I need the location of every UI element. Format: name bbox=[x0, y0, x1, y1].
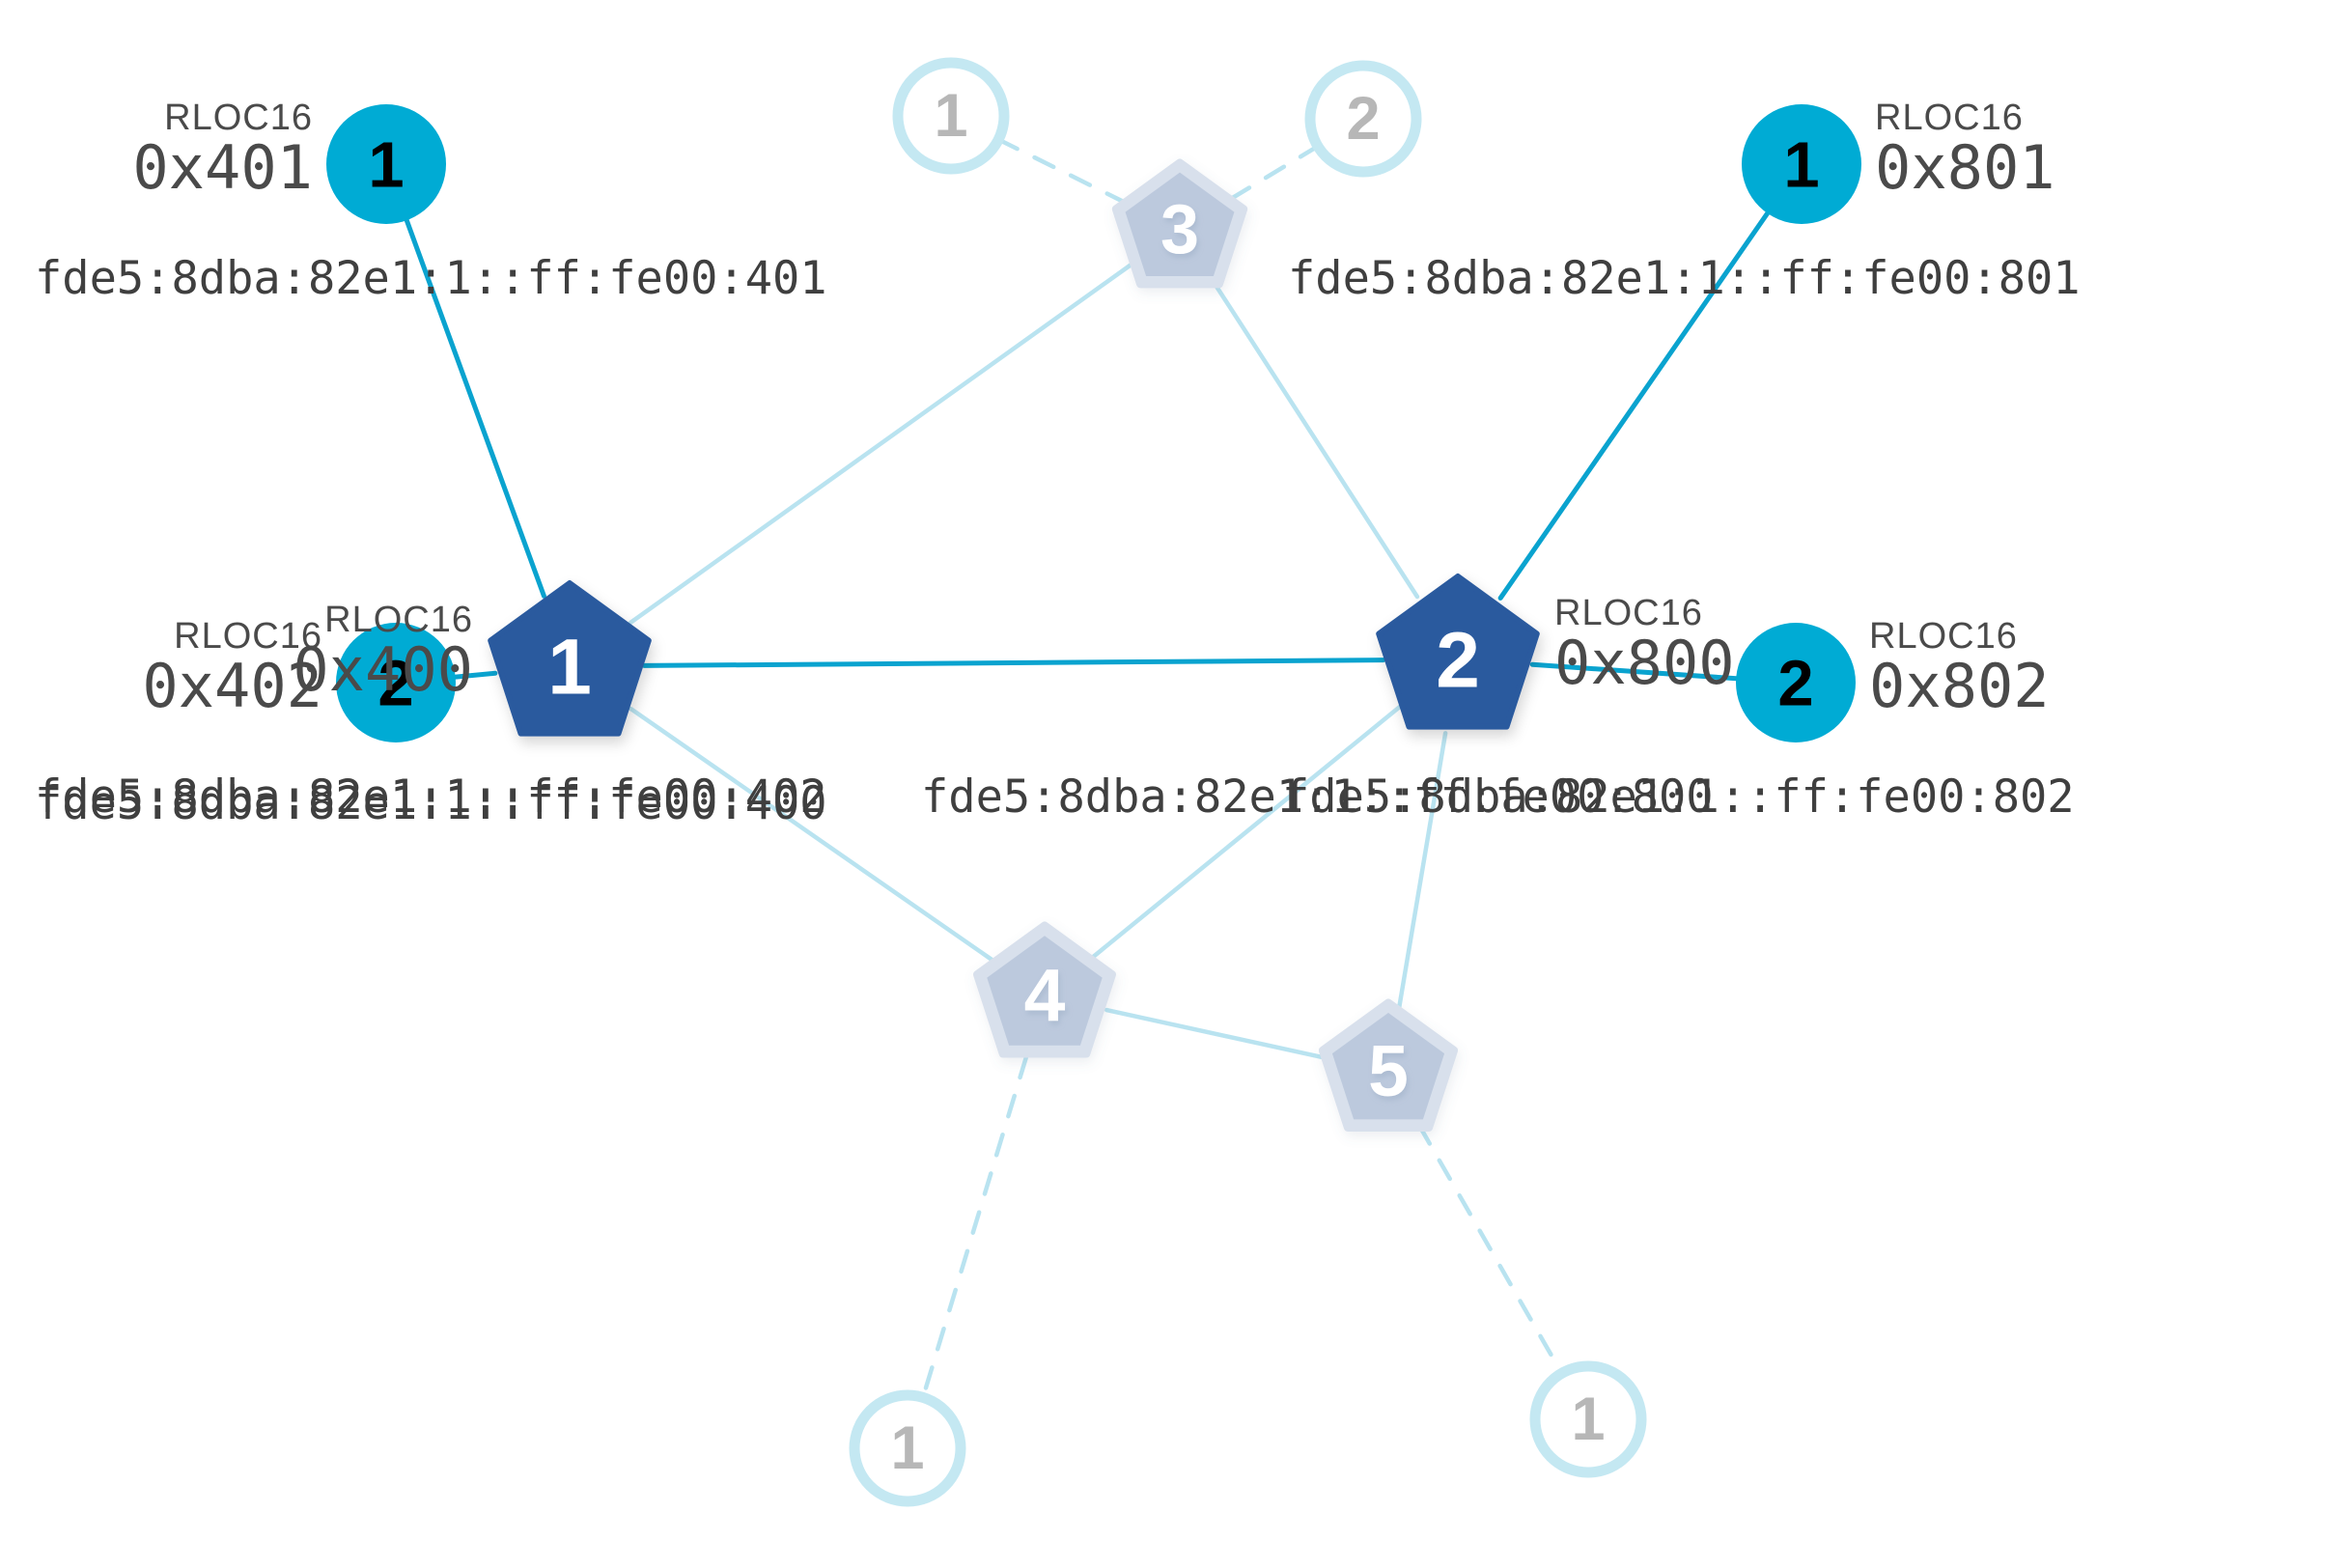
rloc16-caption: RLOC16 bbox=[1875, 98, 2024, 138]
rloc16-value: 0x401 bbox=[132, 132, 313, 203]
ghost-pentagon-shape bbox=[1331, 1012, 1445, 1120]
ghost-router-node[interactable]: 3 bbox=[1111, 158, 1248, 289]
ghost-child-shape bbox=[1304, 60, 1422, 178]
ghost-child-node[interactable]: 1 bbox=[849, 1389, 966, 1507]
ghost-child-shape bbox=[892, 57, 1010, 175]
ghost-child-shape bbox=[849, 1389, 966, 1507]
topology-link bbox=[1396, 731, 1448, 1014]
child-circle-shape bbox=[326, 104, 446, 224]
topology-link bbox=[1104, 1007, 1330, 1061]
topology-link bbox=[992, 134, 1129, 206]
topology-link bbox=[1529, 661, 1745, 682]
ghost-child-node[interactable]: 1 bbox=[1529, 1360, 1647, 1478]
rloc16-caption: RLOC16 bbox=[1554, 593, 1703, 633]
topology-link bbox=[629, 706, 995, 963]
label-layer: RLOC160x401fde5:8dba:82e1:1::ff:fe00:401… bbox=[35, 98, 2081, 830]
ghost-child-shape bbox=[1529, 1360, 1647, 1478]
child-circle-shape bbox=[1742, 104, 1861, 224]
ghost-child-node[interactable]: 2 bbox=[1304, 60, 1422, 178]
rloc16-caption: RLOC16 bbox=[1869, 616, 2018, 657]
child-node[interactable]: 1 bbox=[326, 104, 446, 224]
ghost-router-badge: 5 bbox=[1368, 1030, 1409, 1111]
topology-link bbox=[1228, 141, 1325, 202]
router-pentagon-shape bbox=[1376, 574, 1540, 730]
router-node[interactable]: 1 bbox=[488, 580, 652, 737]
topology-link bbox=[402, 211, 546, 599]
ghost-router-badge: 4 bbox=[1024, 955, 1066, 1038]
router-badge: 2 bbox=[1436, 616, 1480, 704]
topology-link bbox=[1091, 704, 1403, 959]
rloc16-value: 0x400 bbox=[293, 634, 473, 705]
child-badge: 2 bbox=[1777, 648, 1813, 720]
ipv6-address: fde5:8dba:82e1:1::ff:fe00:802 bbox=[1282, 770, 2075, 824]
ipv6-address: fde5:8dba:82e1:1::ff:fe00:402 bbox=[35, 770, 827, 824]
ghost-child-badge: 1 bbox=[934, 82, 967, 150]
ghost-router-badge: 3 bbox=[1160, 191, 1199, 268]
rloc16-caption: RLOC16 bbox=[174, 616, 322, 657]
topology-link bbox=[1497, 206, 1774, 601]
topology-link bbox=[1210, 277, 1420, 600]
topology-link bbox=[919, 1054, 1029, 1405]
ghost-child-node[interactable]: 1 bbox=[892, 57, 1010, 175]
router-node[interactable]: 2 bbox=[1376, 574, 1540, 730]
child-circle-shape bbox=[336, 623, 456, 742]
ghost-pentagon-shape bbox=[1125, 172, 1235, 277]
child-badge: 1 bbox=[1783, 129, 1819, 202]
link-layer bbox=[402, 134, 1774, 1405]
ghost-pentagon-shape bbox=[987, 936, 1103, 1046]
ghost-child-badge: 2 bbox=[1346, 85, 1380, 153]
child-node[interactable]: 2 bbox=[336, 623, 456, 742]
topology-link bbox=[628, 262, 1133, 626]
ghost-child-badge: 1 bbox=[1571, 1386, 1605, 1453]
ipv6-address: fde5:8dba:82e1:1::ff:fe00:800 bbox=[921, 770, 1714, 824]
topology-link bbox=[641, 658, 1386, 668]
rloc16-caption: RLOC16 bbox=[164, 98, 313, 138]
ghost-node-layer: 3 4 5 1 2 1 1 bbox=[849, 57, 1647, 1507]
router-pentagon-shape bbox=[488, 580, 652, 737]
ghost-child-badge: 1 bbox=[890, 1414, 924, 1482]
ipv6-address: fde5:8dba:82e1:1::ff:fe00:400 bbox=[35, 777, 827, 830]
child-node[interactable]: 1 bbox=[1742, 104, 1861, 224]
child-badge: 2 bbox=[377, 648, 413, 720]
rloc16-value: 0x801 bbox=[1875, 132, 2055, 203]
node-layer: 1 2 1 1 2 2 bbox=[326, 104, 1861, 742]
ipv6-address: fde5:8dba:82e1:1::ff:fe00:801 bbox=[1288, 252, 2081, 305]
child-badge: 1 bbox=[368, 129, 404, 202]
ghost-router-node[interactable]: 5 bbox=[1318, 998, 1459, 1132]
rloc16-value: 0x802 bbox=[1869, 651, 2050, 721]
child-circle-shape bbox=[1736, 623, 1856, 742]
rloc16-value: 0x800 bbox=[1554, 628, 1735, 698]
topology-link bbox=[1416, 1123, 1567, 1381]
topology-link bbox=[447, 670, 498, 681]
ghost-router-node[interactable]: 4 bbox=[973, 921, 1116, 1058]
router-badge: 1 bbox=[547, 623, 592, 711]
rloc16-value: 0x402 bbox=[142, 651, 322, 721]
ipv6-address: fde5:8dba:82e1:1::ff:fe00:401 bbox=[35, 252, 827, 305]
child-node[interactable]: 2 bbox=[1736, 623, 1856, 742]
rloc16-caption: RLOC16 bbox=[324, 600, 473, 640]
